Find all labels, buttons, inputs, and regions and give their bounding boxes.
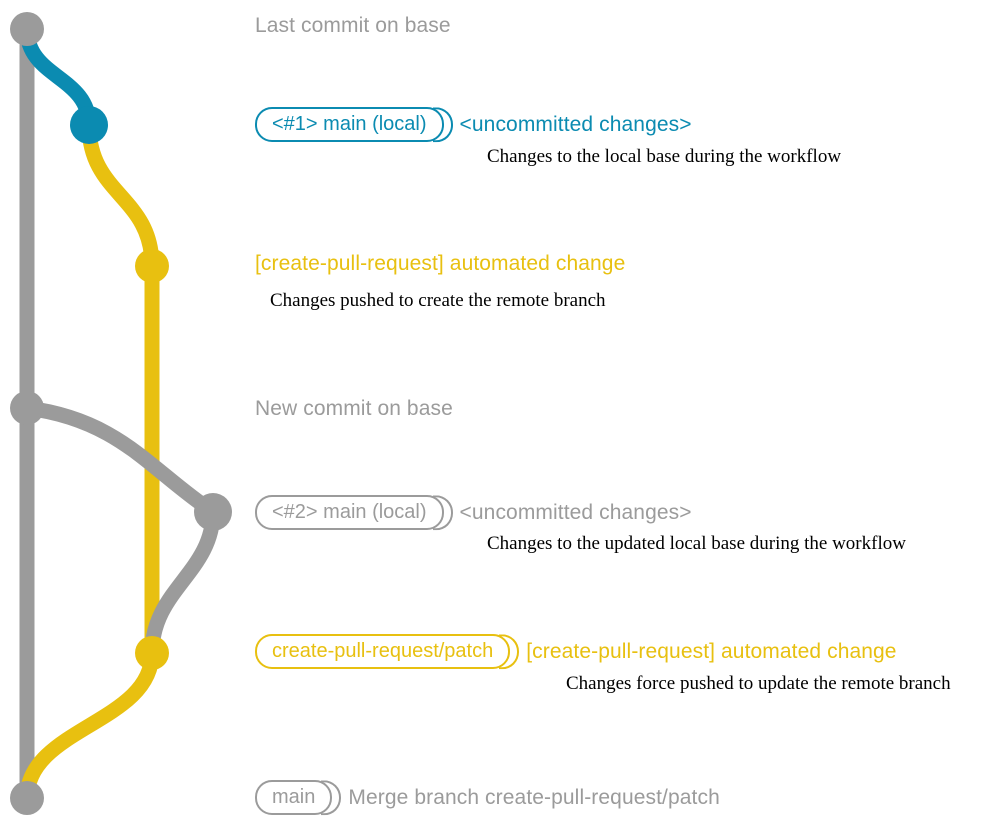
branch-badge-label: <#2> main (local) <box>255 495 444 531</box>
branch-badge-main-local-2[interactable]: <#2> main (local) <box>255 494 453 531</box>
branch-badge-main[interactable]: main <box>255 779 342 816</box>
commit-node-local-2[interactable] <box>194 493 232 531</box>
commit-description-3: Changes to the updated local base during… <box>487 533 906 554</box>
last-commit-heading: Last commit on base <box>255 14 451 37</box>
commit-description-1: Changes to the local base during the wor… <box>487 146 842 167</box>
row-commit-5: main Merge branch create-pull-request/pa… <box>255 779 720 816</box>
branch-badge-label: main <box>255 780 333 816</box>
commit-node-base-2[interactable] <box>10 391 44 425</box>
commit-description-4: Changes force pushed to update the remot… <box>566 673 951 694</box>
row-commit-2: [create-pull-request] automated change <box>255 252 625 276</box>
commit-description-2: Changes pushed to create the remote bran… <box>270 290 606 311</box>
commit-message-5: Merge branch create-pull-request/patch <box>348 785 720 809</box>
commit-message-2: [create-pull-request] automated change <box>255 252 626 275</box>
branch-badge-main-local-1[interactable]: <#1> main (local) <box>255 106 453 143</box>
commit-node-remote-2[interactable] <box>135 636 169 670</box>
row-last-commit-heading: Last commit on base <box>255 14 451 38</box>
commit-node-base-1[interactable] <box>10 12 44 46</box>
commit-message-4: [create-pull-request] automated change <box>526 639 897 663</box>
commit-node-base-3[interactable] <box>10 781 44 815</box>
edge-n6-n7 <box>19 645 160 806</box>
branch-badge-label: create-pull-request/patch <box>255 634 511 670</box>
row-commit-4: create-pull-request/patch [create-pull-r… <box>255 633 897 670</box>
row-commit-1: <#1> main (local) <uncommitted changes> <box>255 106 692 143</box>
row-new-commit-heading: New commit on base <box>255 397 453 421</box>
row-commit-3: <#2> main (local) <uncommitted changes> <box>255 494 692 531</box>
new-commit-heading: New commit on base <box>255 397 453 420</box>
edge-n4-n5 <box>19 400 221 520</box>
commit-message-1: <uncommitted changes> <box>459 112 692 136</box>
branch-badge-label: <#1> main (local) <box>255 107 444 143</box>
branch-badge-create-pull-request-patch[interactable]: create-pull-request/patch <box>255 633 520 670</box>
commit-node-remote-1[interactable] <box>135 249 169 283</box>
commit-message-3: <uncommitted changes> <box>459 500 692 524</box>
edge-n5-n6 <box>144 504 221 661</box>
edge-n2-n3 <box>81 117 160 274</box>
commit-node-local-1[interactable] <box>70 106 108 144</box>
